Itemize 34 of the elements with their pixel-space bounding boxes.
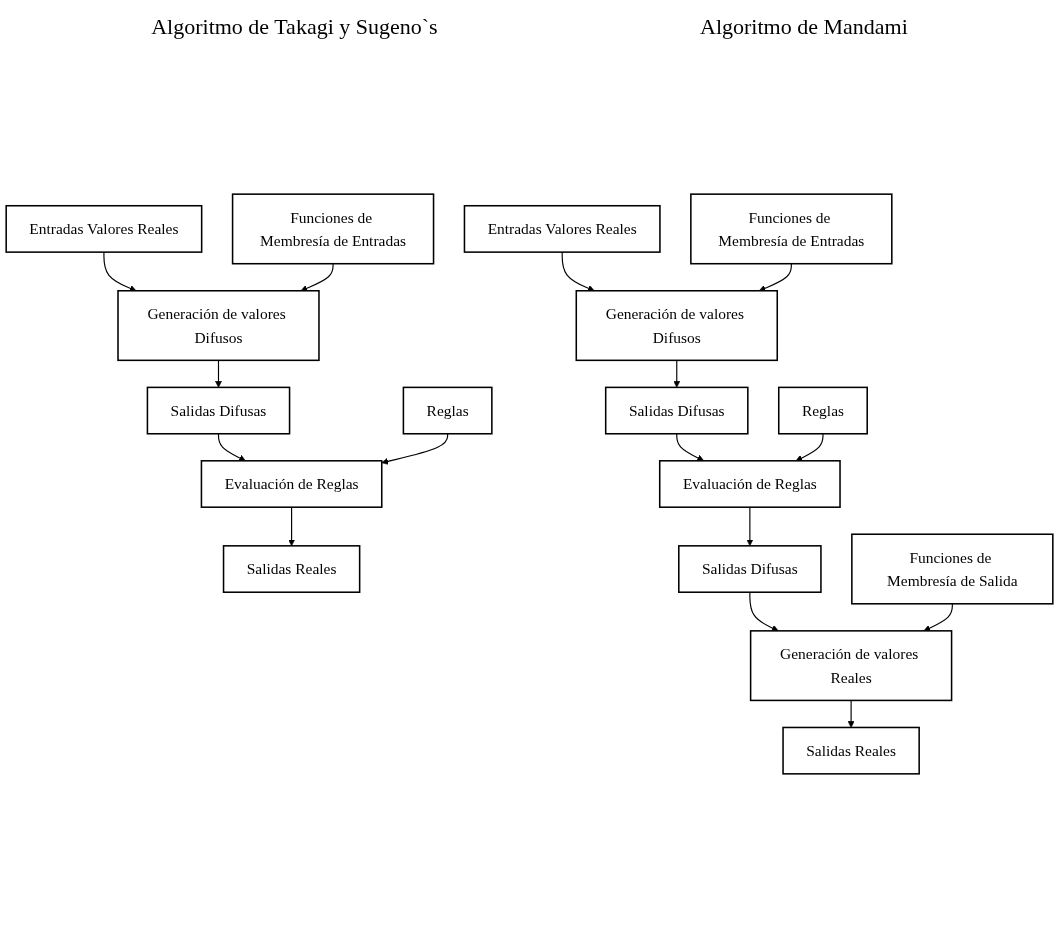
arrow (673, 359, 681, 388)
node-box: Entradas Valores Reales (463, 204, 661, 253)
diagram-heading: Algoritmo de Takagi y Sugeno`s (151, 14, 438, 40)
node-box: Funciones de Membresía de Salida (851, 533, 1054, 605)
arrow (215, 359, 222, 388)
arrow (381, 433, 449, 465)
node-box: Generación de valores Difusos (575, 290, 779, 362)
arrow (795, 433, 824, 462)
arrow (217, 433, 246, 462)
node-box: Salidas Reales (222, 545, 361, 593)
node-box: Funciones de Membresía de Entradas (231, 193, 435, 265)
arrow (300, 263, 334, 292)
node-box: Salidas Difusas (146, 386, 291, 435)
node-box: Generación de valores Difusos (117, 290, 320, 362)
node-box: Reglas (777, 386, 868, 435)
node-box: Entradas Valores Reales (5, 204, 203, 253)
node-box: Evaluación de Reglas (658, 460, 841, 508)
diagram-heading: Algoritmo de Mandami (700, 14, 908, 40)
arrow (288, 506, 295, 547)
arrow (923, 603, 953, 632)
node-box: Evaluación de Reglas (200, 460, 383, 508)
arrow (746, 506, 754, 547)
arrow (749, 591, 779, 632)
node-box: Generación de valores Reales (749, 630, 953, 702)
arrow (847, 699, 855, 728)
arrow (758, 263, 792, 292)
arrow (103, 251, 137, 292)
arrow (561, 251, 595, 292)
node-box: Salidas Reales (782, 726, 920, 775)
arrow (676, 433, 704, 462)
node-box: Reglas (402, 386, 493, 435)
node-box: Funciones de Membresía de Entradas (690, 193, 893, 265)
node-box: Salidas Difusas (678, 545, 822, 593)
node-box: Salidas Difusas (604, 386, 749, 435)
